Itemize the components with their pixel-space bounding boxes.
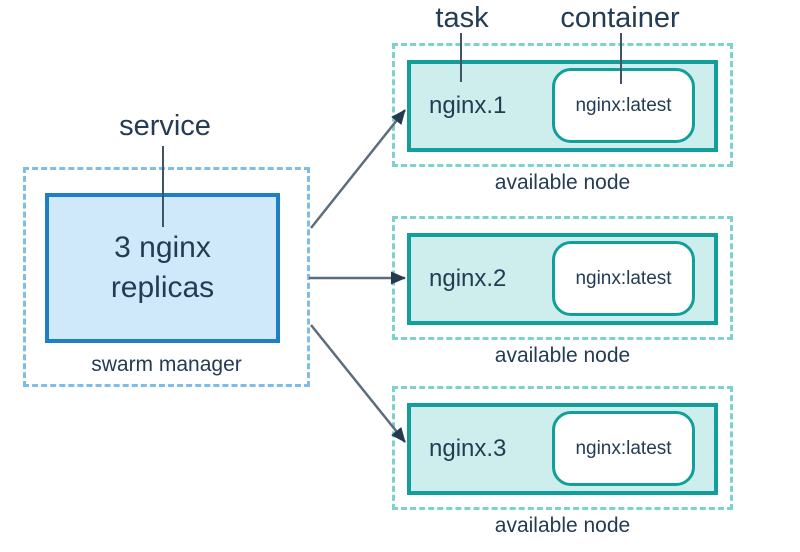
node-1-container-box: nginx:latest (552, 68, 695, 143)
node-1-task-name: nginx.1 (429, 92, 507, 119)
swarm-manager-caption: swarm manager (91, 353, 242, 376)
swarm-manager-border (23, 167, 310, 387)
container-label-annotation: container (560, 2, 680, 34)
service-box-line-1: 3 nginx (114, 231, 211, 264)
node-3-caption: available node (494, 514, 631, 537)
task-label: task (435, 2, 489, 34)
node-2-task-name: nginx.2 (429, 265, 507, 292)
node-2-container-box: nginx:latest (552, 241, 695, 316)
node-3: nginx.3 nginx:latest available node (392, 386, 733, 538)
node-1-caption: available node (494, 171, 631, 194)
node-1-border (392, 43, 733, 167)
node-3-container-box: nginx:latest (552, 411, 695, 486)
arrow-to-node-1 (310, 109, 406, 229)
node-2: nginx.2 nginx:latest available node (392, 216, 733, 368)
swarm-manager-group: 3 nginx replicas swarm manager (23, 167, 310, 387)
node-3-task-box: nginx.3 nginx:latest (407, 403, 718, 495)
node-3-container-image: nginx:latest (575, 437, 672, 459)
arrow-to-node-3 (310, 324, 406, 443)
node-1-task-box: nginx.1 nginx:latest (407, 60, 718, 152)
node-1-container-image: nginx:latest (575, 94, 672, 116)
node-2-task-box: nginx.2 nginx:latest (407, 233, 718, 325)
node-2-container-image: nginx:latest (575, 267, 672, 289)
node-2-caption: available node (494, 344, 631, 367)
service-box-line-2: replicas (110, 271, 215, 304)
node-3-task-name: nginx.3 (429, 435, 507, 462)
node-3-border (392, 386, 733, 510)
service-label: service (119, 110, 211, 142)
service-box: 3 nginx replicas (45, 193, 280, 343)
node-1: nginx.1 nginx:latest available node (392, 43, 733, 195)
